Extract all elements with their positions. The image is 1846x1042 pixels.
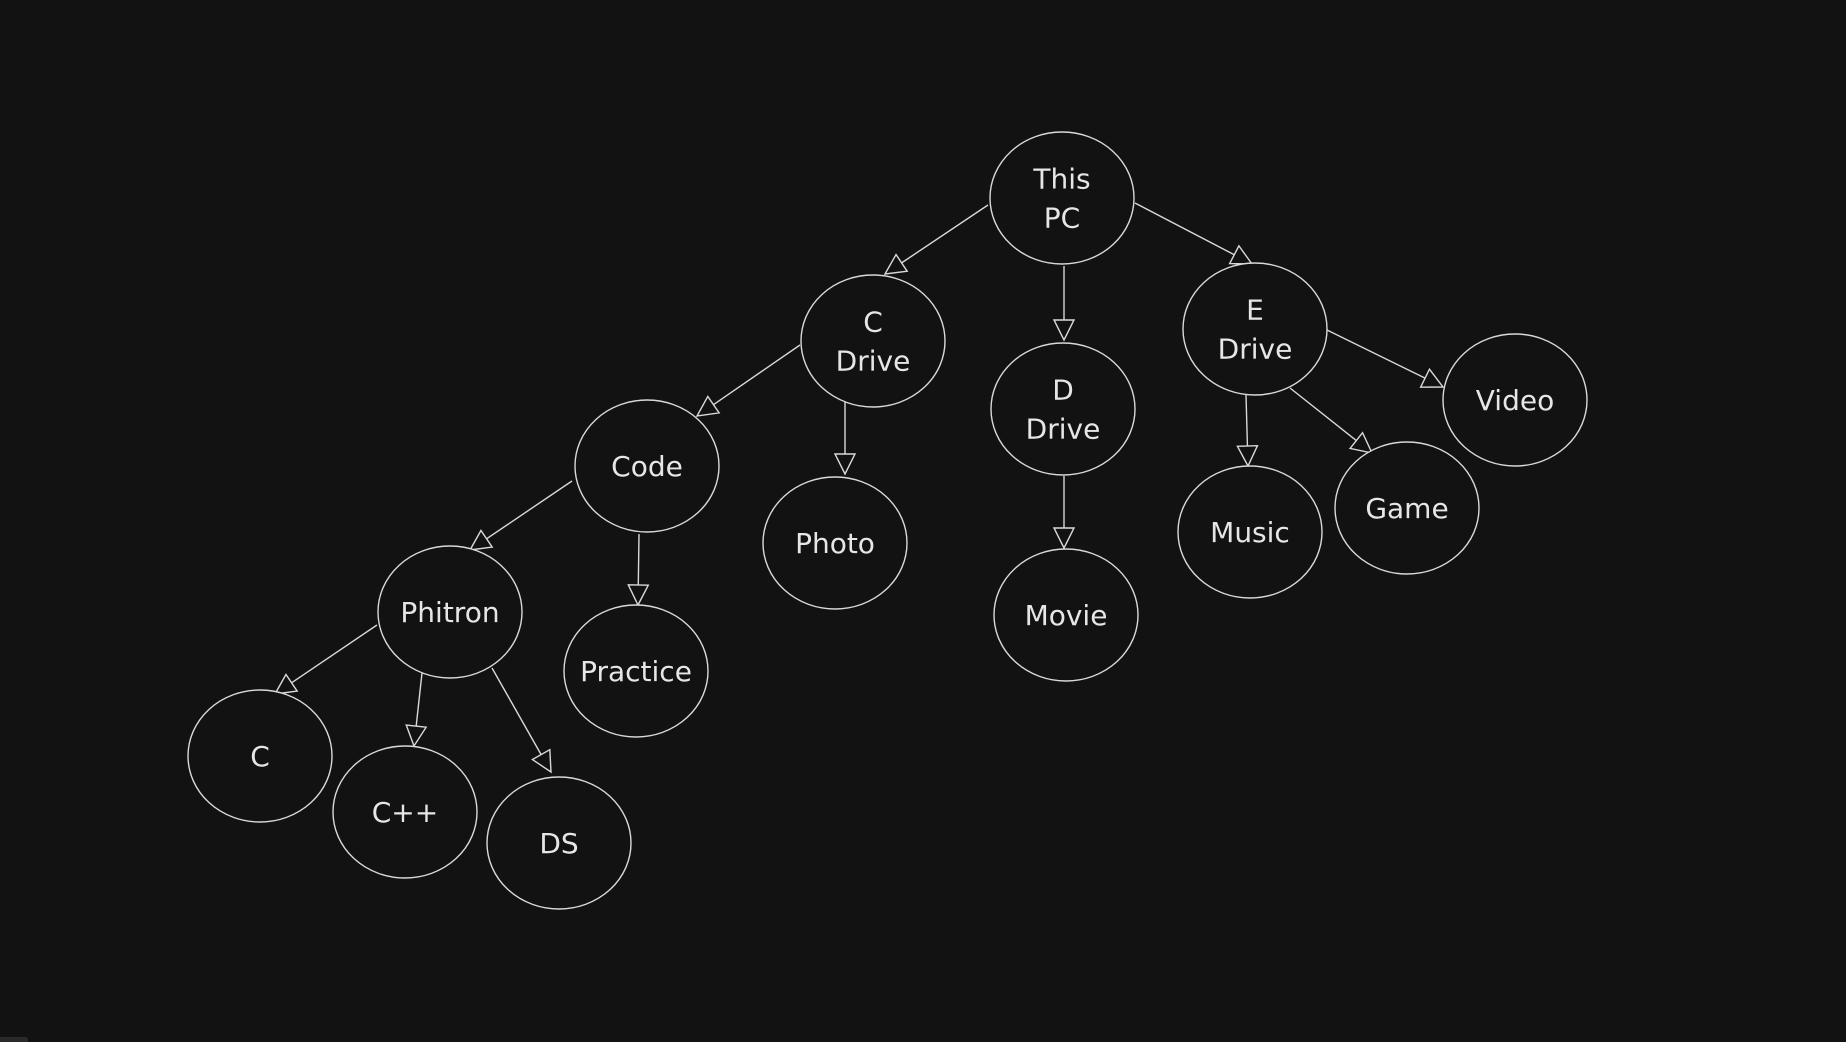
arrowhead: [695, 395, 721, 417]
arrowhead: [883, 253, 909, 275]
edge-c-drive-to-code: [695, 344, 801, 417]
edge-this-pc-to-c-drive: [883, 204, 989, 275]
node-label: E: [1246, 294, 1264, 327]
node-ds[interactable]: DS: [486, 776, 632, 910]
edge-d-drive-to-movie: [1052, 476, 1076, 550]
arrowhead: [1419, 367, 1445, 388]
edge-line: [486, 480, 573, 540]
arrowhead: [1052, 527, 1076, 550]
node-cpp[interactable]: C++: [332, 745, 478, 879]
node-label: Photo: [795, 527, 875, 560]
node-label: Drive: [1218, 333, 1293, 366]
edge-phitron-to-cpp: [405, 672, 428, 748]
node-label: C++: [372, 796, 438, 829]
node-label: Video: [1476, 384, 1554, 417]
node-shape[interactable]: [990, 342, 1136, 476]
node-label: PC: [1044, 202, 1080, 235]
edge-phitron-to-ds: [491, 667, 552, 774]
node-shape[interactable]: [486, 776, 632, 910]
node-shape[interactable]: [993, 548, 1139, 682]
node-shape[interactable]: [574, 399, 720, 533]
edge-e-drive-to-music: [1236, 394, 1259, 468]
arrowhead: [627, 584, 650, 607]
edge-line: [637, 533, 640, 586]
node-shape[interactable]: [800, 274, 946, 408]
node-label: Code: [611, 450, 683, 483]
node-label: Phitron: [400, 596, 499, 629]
node-video[interactable]: Video: [1442, 333, 1588, 467]
edge-line: [415, 672, 423, 727]
node-label: C: [250, 740, 270, 773]
node-practice[interactable]: Practice: [563, 604, 709, 738]
node-label: Drive: [1026, 413, 1101, 446]
node-photo[interactable]: Photo: [762, 476, 908, 610]
arrowhead: [273, 673, 299, 695]
node-movie[interactable]: Movie: [993, 548, 1139, 682]
arrowhead: [531, 748, 552, 774]
node-label: Practice: [580, 655, 692, 688]
edges-layer: [273, 202, 1445, 774]
node-code[interactable]: Code: [574, 399, 720, 533]
node-game[interactable]: Game: [1334, 441, 1480, 575]
edge-this-pc-to-d-drive: [1052, 266, 1076, 342]
edge-line: [1289, 387, 1357, 442]
node-music[interactable]: Music: [1177, 465, 1323, 599]
node-label: Music: [1210, 516, 1290, 549]
node-label: D: [1052, 374, 1074, 407]
node-shape[interactable]: [377, 545, 523, 679]
arrowhead: [1228, 244, 1254, 265]
node-label: Drive: [836, 345, 911, 378]
edge-line: [1245, 394, 1249, 447]
node-label: Movie: [1025, 599, 1108, 632]
edge-this-pc-to-e-drive: [1134, 202, 1254, 265]
node-shape[interactable]: [762, 476, 908, 610]
edge-line: [1134, 202, 1235, 256]
node-shape[interactable]: [332, 745, 478, 879]
corner-handle: [0, 1037, 28, 1042]
node-d-drive[interactable]: D Drive: [990, 342, 1136, 476]
node-shape[interactable]: [1334, 441, 1480, 575]
node-c[interactable]: C: [187, 689, 333, 823]
node-shape[interactable]: [1177, 465, 1323, 599]
edge-e-drive-to-video: [1326, 329, 1445, 388]
edge-phitron-to-c: [273, 624, 378, 695]
edge-code-to-practice: [627, 533, 650, 607]
arrowhead: [1236, 444, 1259, 468]
node-phitron[interactable]: Phitron: [377, 545, 523, 679]
node-shape[interactable]: [1442, 333, 1588, 467]
edge-line: [291, 624, 378, 684]
node-label: DS: [539, 827, 578, 860]
edge-line: [1326, 329, 1426, 379]
node-shape[interactable]: [187, 689, 333, 823]
arrowhead: [833, 453, 857, 476]
edge-c-drive-to-photo: [833, 402, 857, 476]
edge-line: [901, 204, 989, 264]
edge-line: [491, 667, 542, 755]
arrowhead: [405, 724, 428, 748]
arrowhead: [1052, 319, 1076, 342]
nodes-layer: ThisPCCDriveDDriveEDriveCodePhotoMovieMu…: [187, 131, 1588, 910]
node-label: Game: [1365, 492, 1448, 525]
node-label: C: [863, 306, 883, 339]
arrowhead: [468, 529, 494, 551]
node-shape[interactable]: [1182, 262, 1328, 396]
arrowhead: [1348, 431, 1374, 454]
edge-line: [713, 344, 801, 406]
node-e-drive[interactable]: E Drive: [1182, 262, 1328, 396]
node-shape[interactable]: [563, 604, 709, 738]
edge-code-to-phitron: [468, 480, 573, 551]
node-shape[interactable]: [989, 131, 1135, 265]
node-c-drive[interactable]: C Drive: [800, 274, 946, 408]
node-label: This: [1032, 163, 1090, 196]
edge-e-drive-to-game: [1289, 387, 1374, 454]
